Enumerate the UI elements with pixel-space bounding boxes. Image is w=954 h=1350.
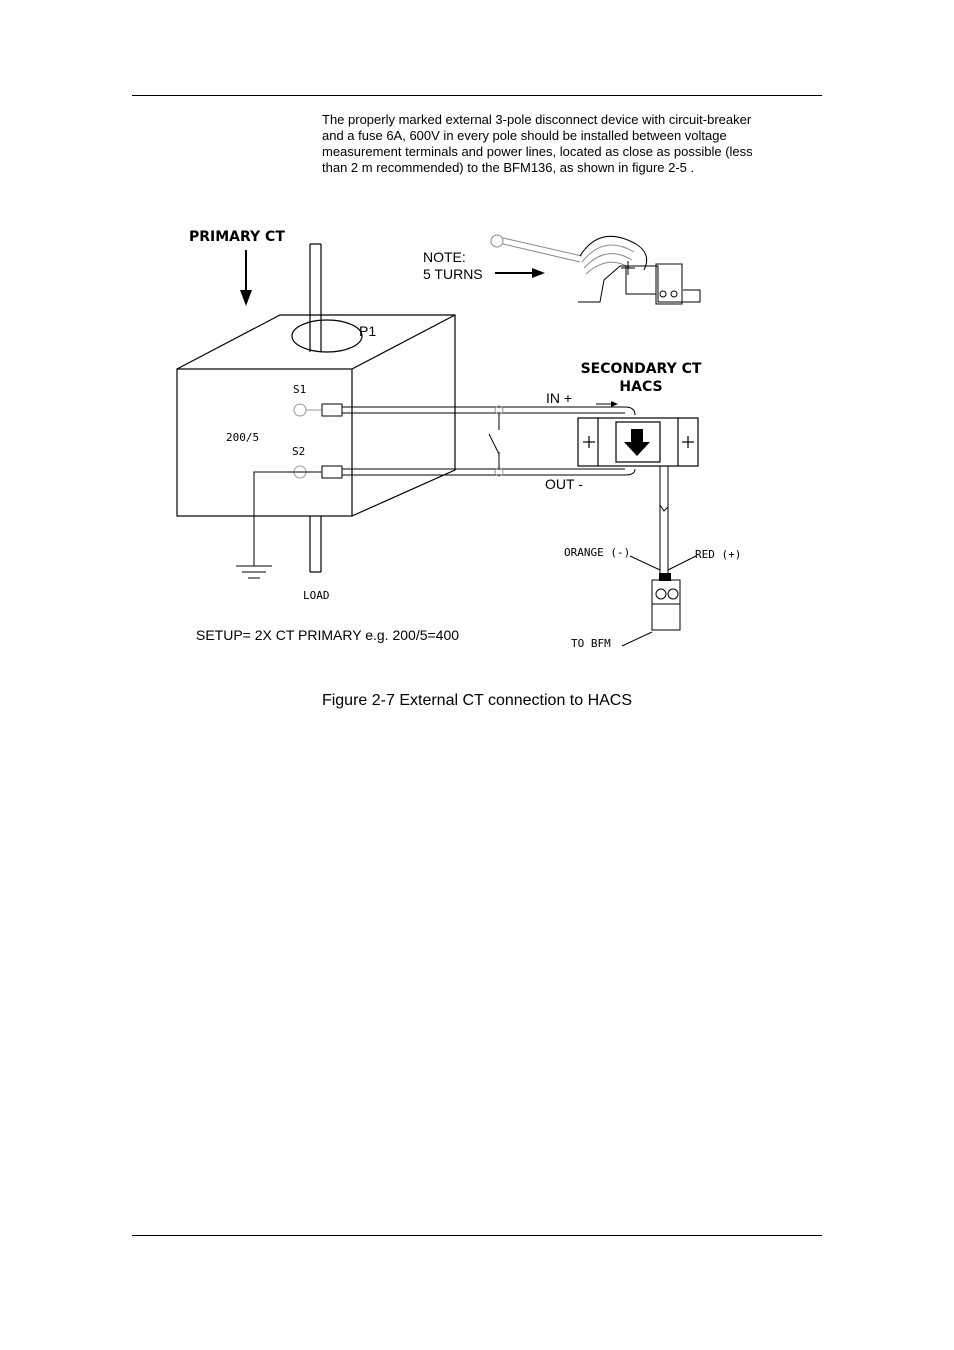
- turns-label: 5 TURNS: [423, 266, 483, 282]
- orange-wire-label: ORANGE (-): [564, 546, 630, 559]
- intro-paragraph: The properly marked external 3-pole disc…: [322, 112, 812, 176]
- intro-line: and a fuse 6A, 600V in every pole should…: [322, 128, 727, 143]
- note-label: NOTE:: [423, 249, 466, 265]
- primary-ct-box-outline: [176, 314, 456, 517]
- bfm-connector-icon: [651, 579, 681, 631]
- header-rule: [132, 95, 822, 96]
- primary-ct-label: PRIMARY CT: [189, 229, 285, 245]
- ct-connection-diagram: PRIMARY CT NOTE: 5 TURNS P1 S1 200/5 S2 …: [176, 229, 741, 650]
- hacs-label: HACS: [619, 379, 662, 395]
- five-turns-illustration: [490, 234, 701, 305]
- intro-line: than 2 m recommended) to the BFM136, as …: [322, 160, 695, 175]
- primary-arrow-icon: [240, 250, 252, 306]
- s2-lug-icon: [321, 465, 343, 479]
- load-label: LOAD: [303, 589, 330, 602]
- secondary-ct-label: SECONDARY CT: [581, 361, 702, 377]
- s1-lug-icon: [321, 403, 343, 417]
- footer-rule: [132, 1235, 822, 1236]
- intro-line: The properly marked external 3-pole disc…: [322, 112, 752, 127]
- figure-caption: Figure 2-7 External CT connection to HAC…: [321, 692, 633, 709]
- in-plus-label: IN +: [546, 390, 572, 406]
- turns-arrow-icon: [532, 268, 545, 278]
- hacs-direction-arrow-icon: [624, 429, 650, 456]
- s2-label: S2: [292, 445, 305, 458]
- in-arrow-icon: [611, 401, 618, 407]
- shorting-switch-icon: [488, 433, 500, 455]
- to-bfm-label: TO BFM: [571, 637, 611, 650]
- out-minus-label: OUT -: [545, 476, 583, 492]
- s1-terminal-icon: [293, 403, 307, 417]
- intro-line: measurement terminals and power lines, l…: [322, 144, 753, 159]
- ct-window-hole: [291, 319, 363, 353]
- primary-ct-front-face: [176, 368, 353, 517]
- setup-label: SETUP= 2X CT PRIMARY e.g. 200/5=400: [196, 627, 459, 643]
- ratio-label: 200/5: [226, 431, 259, 444]
- p1-label: P1: [359, 323, 376, 339]
- red-wire-label: RED (+): [695, 548, 741, 561]
- s1-label: S1: [293, 383, 306, 396]
- hacs-sensor: [577, 417, 699, 467]
